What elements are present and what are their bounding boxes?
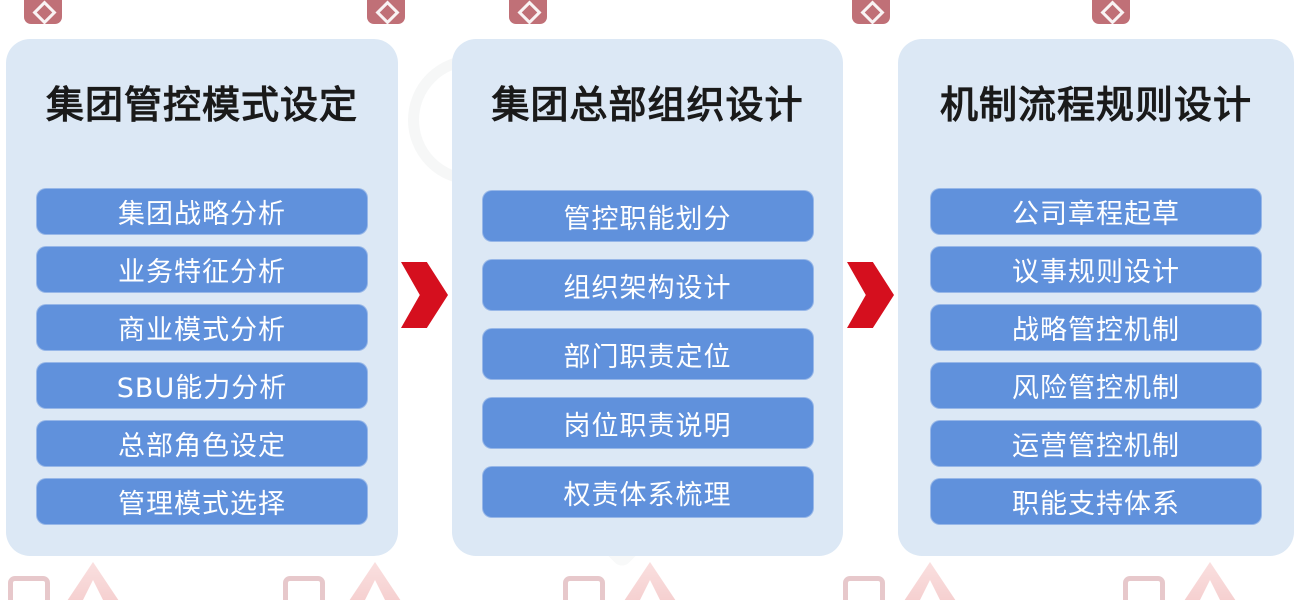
step-list: 集团战略分析 业务特征分析 商业模式分析 SBU能力分析 总部角色设定 管理模式… xyxy=(6,188,398,525)
process-step: 职能支持体系 xyxy=(930,478,1262,525)
process-step: 组织架构设计 xyxy=(481,259,814,311)
process-step: 部门职责定位 xyxy=(481,328,814,380)
watermark-logo-icon xyxy=(24,0,62,24)
watermark-frame-icon xyxy=(283,576,325,600)
watermark-mountain-icon xyxy=(902,562,958,600)
process-step: 业务特征分析 xyxy=(36,246,368,293)
watermark-frame-icon xyxy=(843,576,885,600)
watermark-mountain-icon xyxy=(65,562,121,600)
process-step: 权责体系梳理 xyxy=(481,466,814,518)
step-list: 管控职能划分 组织架构设计 部门职责定位 岗位职责说明 权责体系梳理 xyxy=(452,190,843,518)
process-step: 议事规则设计 xyxy=(930,246,1262,293)
panel-mechanism-process-rules: 机制流程规则设计 公司章程起草 议事规则设计 战略管控机制 风险管控机制 运营管… xyxy=(898,39,1294,556)
watermark-logo-icon xyxy=(367,0,405,24)
watermark-frame-icon xyxy=(8,576,50,600)
chevron-right-icon xyxy=(401,262,448,328)
process-step: SBU能力分析 xyxy=(36,362,368,409)
watermark-mountain-icon xyxy=(1182,562,1238,600)
watermark-logo-icon xyxy=(1092,0,1130,24)
process-step: 管理模式选择 xyxy=(36,478,368,525)
process-step: 总部角色设定 xyxy=(36,420,368,467)
panel-title: 集团管控模式设定 xyxy=(45,83,358,127)
panel-title: 集团总部组织设计 xyxy=(491,83,804,127)
process-step: 运营管控机制 xyxy=(930,420,1262,467)
process-step: 风险管控机制 xyxy=(930,362,1262,409)
watermark-frame-icon xyxy=(563,576,605,600)
process-step: 集团战略分析 xyxy=(36,188,368,235)
watermark-logo-icon xyxy=(852,0,890,24)
process-step: 商业模式分析 xyxy=(36,304,368,351)
process-step: 公司章程起草 xyxy=(930,188,1262,235)
chevron-right-icon xyxy=(847,262,894,328)
panel-hq-org-design: 集团总部组织设计 管控职能划分 组织架构设计 部门职责定位 岗位职责说明 权责体… xyxy=(452,39,843,556)
process-step: 战略管控机制 xyxy=(930,304,1262,351)
panel-control-mode: 集团管控模式设定 集团战略分析 业务特征分析 商业模式分析 SBU能力分析 总部… xyxy=(6,39,398,556)
watermark-logo-icon xyxy=(509,0,547,24)
panel-title: 机制流程规则设计 xyxy=(939,83,1252,127)
watermark-frame-icon xyxy=(1123,576,1165,600)
process-step: 岗位职责说明 xyxy=(481,397,814,449)
step-list: 公司章程起草 议事规则设计 战略管控机制 风险管控机制 运营管控机制 职能支持体… xyxy=(898,188,1294,525)
watermark-mountain-icon xyxy=(622,562,678,600)
process-step: 管控职能划分 xyxy=(481,190,814,242)
watermark-mountain-icon xyxy=(347,562,403,600)
